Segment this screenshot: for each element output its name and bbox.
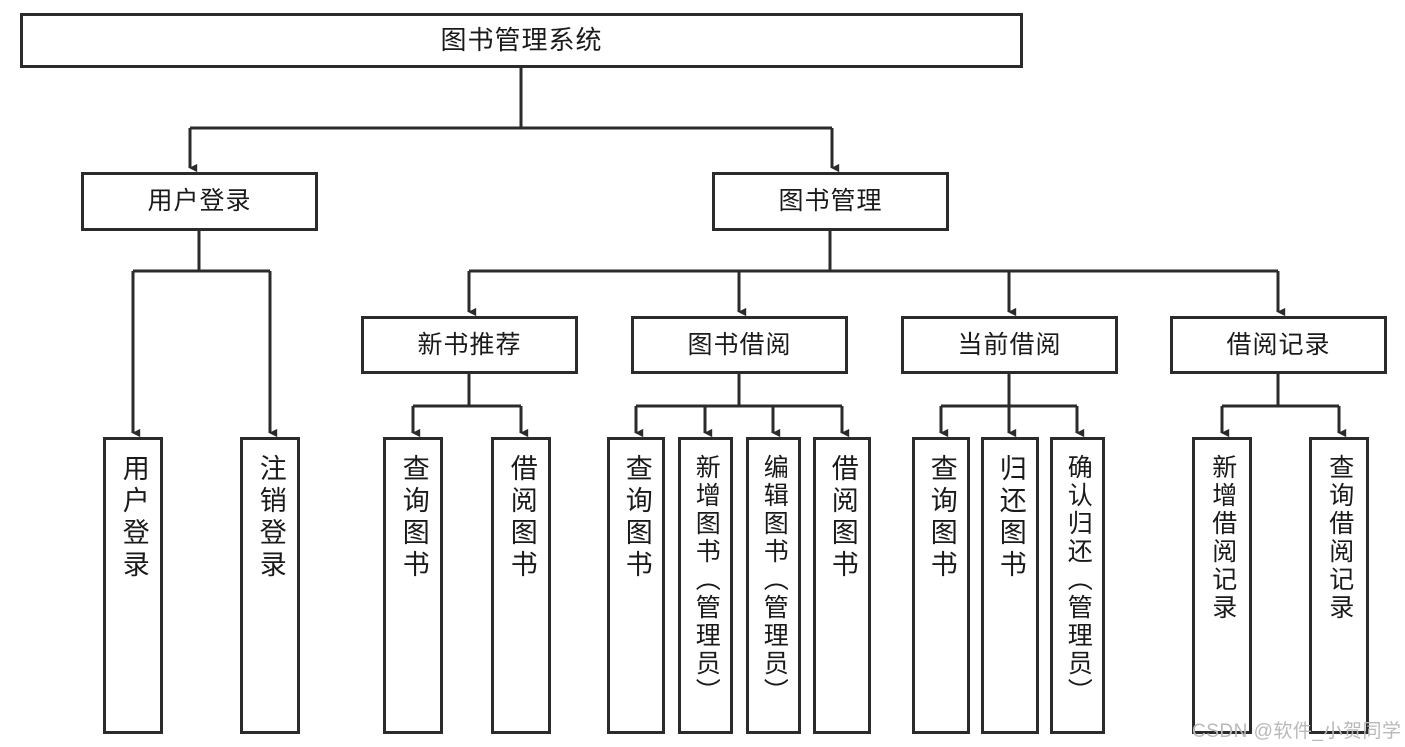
- node-leaf-user-logout[interactable]: 注销登录: [240, 437, 300, 734]
- node-root-book-management-system[interactable]: 图书管理系统: [20, 13, 1023, 68]
- node-label: 用户登录: [147, 187, 252, 216]
- node-leaf-return-book[interactable]: 归还图书: [981, 437, 1039, 734]
- node-label: 用户登录: [118, 454, 149, 582]
- node-label: 图书借阅: [687, 330, 792, 359]
- node-label: 查询图书: [926, 454, 957, 582]
- node-leaf-query-book-2[interactable]: 查询图书: [607, 437, 665, 734]
- node-label: 新增借阅记录: [1208, 454, 1237, 622]
- node-label: 图书管理系统: [440, 24, 603, 55]
- node-leaf-borrow-book-2[interactable]: 借阅图书: [813, 437, 871, 734]
- node-leaf-borrow-book-1[interactable]: 借阅图书: [491, 437, 551, 734]
- node-leaf-confirm-return[interactable]: 确认归还（管理员）: [1050, 437, 1105, 734]
- node-label: 新增图书（管理员）: [692, 454, 721, 706]
- node-borrow-record[interactable]: 借阅记录: [1170, 316, 1387, 374]
- node-label: 图书管理: [778, 187, 883, 216]
- node-label: 借阅图书: [506, 454, 537, 582]
- node-new-book-recommend[interactable]: 新书推荐: [361, 316, 578, 374]
- node-label: 查询图书: [398, 454, 429, 582]
- node-label: 当前借阅: [957, 330, 1062, 359]
- node-leaf-query-record[interactable]: 查询借阅记录: [1309, 437, 1369, 734]
- node-leaf-user-login[interactable]: 用户登录: [103, 437, 163, 734]
- node-label: 确认归还（管理员）: [1064, 454, 1093, 706]
- node-leaf-add-book[interactable]: 新增图书（管理员）: [678, 437, 733, 734]
- node-label: 注销登录: [255, 454, 286, 582]
- node-current-borrow[interactable]: 当前借阅: [901, 316, 1118, 374]
- node-book-management[interactable]: 图书管理: [712, 172, 949, 231]
- node-leaf-query-book-3[interactable]: 查询图书: [912, 437, 970, 734]
- node-label: 借阅记录: [1226, 330, 1331, 359]
- node-label: 查询借阅记录: [1325, 454, 1354, 622]
- node-label: 编辑图书（管理员）: [760, 454, 789, 706]
- node-label: 归还图书: [995, 454, 1026, 582]
- node-user-login[interactable]: 用户登录: [81, 172, 318, 231]
- node-label: 借阅图书: [827, 454, 858, 582]
- node-leaf-edit-book[interactable]: 编辑图书（管理员）: [746, 437, 801, 734]
- node-label: 查询图书: [621, 454, 652, 582]
- csdn-watermark: CSDN @软件_小贺同学: [1192, 721, 1402, 742]
- node-book-borrow[interactable]: 图书借阅: [631, 316, 848, 374]
- node-leaf-query-book-1[interactable]: 查询图书: [383, 437, 443, 734]
- node-label: 新书推荐: [417, 330, 522, 359]
- node-leaf-add-record[interactable]: 新增借阅记录: [1192, 437, 1252, 734]
